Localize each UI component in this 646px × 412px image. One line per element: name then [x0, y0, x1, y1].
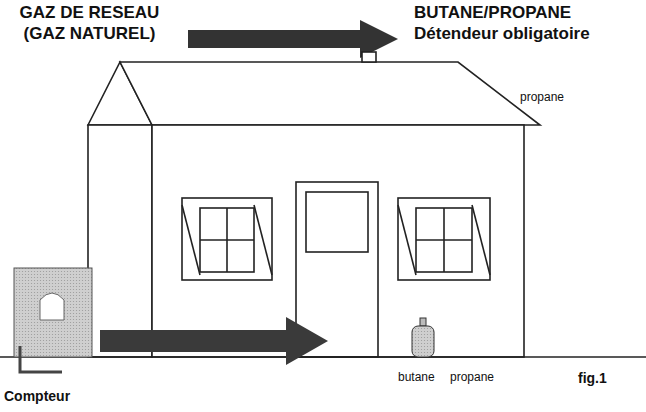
- house: [88, 52, 540, 357]
- gas-bottle: [412, 318, 434, 357]
- gas-type-label: propane: [450, 370, 494, 384]
- figure-caption: fig.1: [578, 370, 607, 387]
- gas-type-label: butane: [398, 370, 435, 384]
- gas-meter: [14, 268, 92, 372]
- source-label: GAZ DE RESEAU (GAZ NATUREL): [12, 2, 167, 44]
- gas-type-label: propane: [520, 90, 564, 104]
- replacement-arrow: [100, 317, 328, 365]
- target-label: BUTANE/PROPANE Détendeur obligatoire: [414, 2, 634, 44]
- meter-label: Compteur: [4, 388, 70, 405]
